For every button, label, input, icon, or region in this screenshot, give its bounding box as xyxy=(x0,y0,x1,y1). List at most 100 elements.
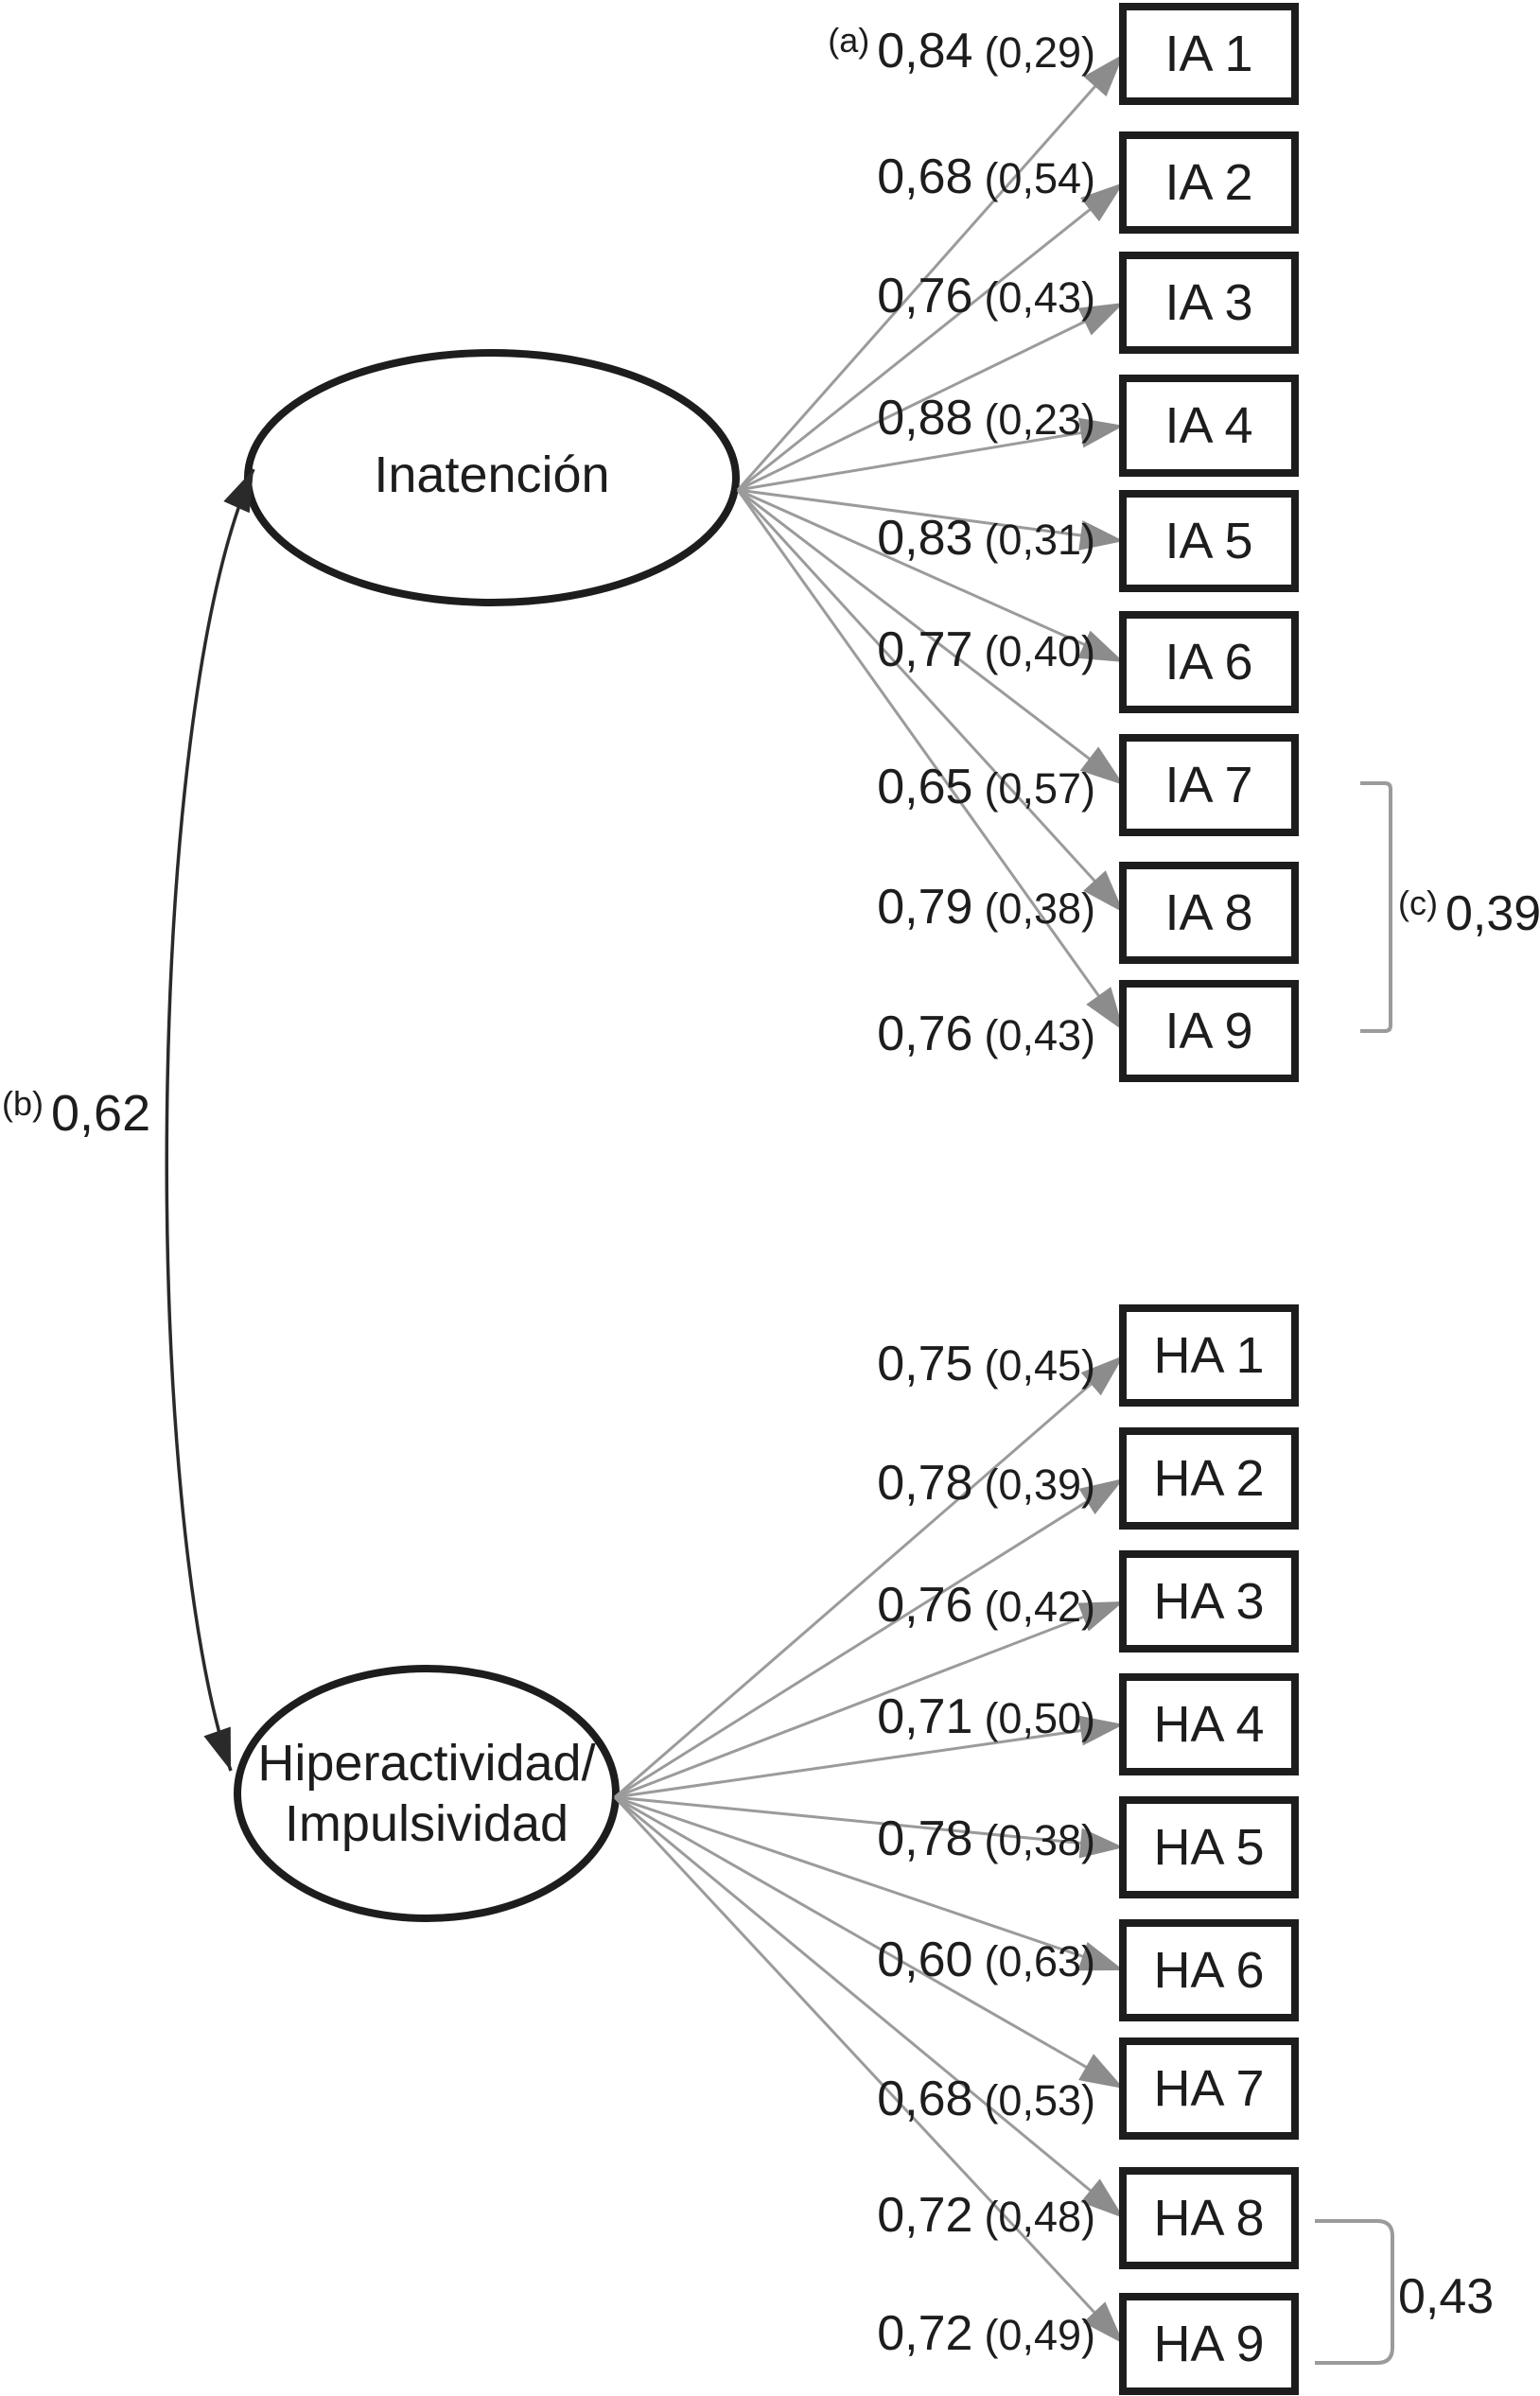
indicator-box-label: HA 6 xyxy=(1153,1942,1265,1999)
loading-path-ha-2 xyxy=(614,1499,1090,1799)
indicator-box-ia-5: IA 5 xyxy=(1119,490,1299,592)
error-variance-value: (0,57) xyxy=(984,764,1095,813)
loading-value: 0,65 xyxy=(877,760,973,814)
loading-value: 0,60 xyxy=(877,1933,973,1987)
loading-path-ha-6 xyxy=(614,1795,1085,1959)
loading-arrowhead-ha-6 xyxy=(1077,1942,1124,1971)
hiperactividad-ellipse xyxy=(234,1665,620,1922)
loading-value: 0,68 xyxy=(877,149,973,204)
correlation-arrowhead-bottom xyxy=(203,1726,231,1771)
hiperactividad-label: Hiperactividad/ Impulsividad xyxy=(209,1733,644,1854)
loading-value: 0,76 xyxy=(877,1578,973,1633)
error-variance-value: (0,43) xyxy=(984,273,1095,322)
loading-value: 0,71 xyxy=(877,1689,973,1744)
loading-path-ha-3 xyxy=(614,1615,1086,1799)
loading-arrowhead-ia-2 xyxy=(1080,183,1124,222)
indicator-box-ha-9: HA 9 xyxy=(1119,2293,1299,2395)
note-c: (c) xyxy=(1398,883,1438,922)
error-variance-value: (0,31) xyxy=(984,516,1095,564)
loading-arrowhead-ia-3 xyxy=(1077,303,1124,336)
indicator-box-label: HA 1 xyxy=(1153,1327,1265,1384)
loading-arrowhead-ia-8 xyxy=(1083,870,1124,913)
loading-path-ha-9 xyxy=(613,1795,1097,2315)
loading-path-ha-7 xyxy=(614,1795,1089,2070)
loading-label-ia-6: 0,77(0,40) xyxy=(407,621,1095,678)
loading-label-ha-3: 0,76(0,42) xyxy=(407,1577,1095,1634)
indicator-box-ia-9: IA 9 xyxy=(1119,980,1299,1082)
indicator-box-ia-3: IA 3 xyxy=(1119,252,1299,354)
loading-path-ia-1 xyxy=(736,83,1097,491)
loading-path-ia-6 xyxy=(737,488,1087,647)
error-variance-value: (0,39) xyxy=(984,1460,1095,1509)
factor-correlation-arrow xyxy=(165,468,255,1772)
loading-label-ha-8: 0,72(0,48) xyxy=(407,2187,1095,2244)
error-variance-value: (0,54) xyxy=(984,154,1095,202)
error-variance-value: (0,43) xyxy=(984,1011,1095,1059)
factor-correlation-value: 0,62 xyxy=(51,1085,151,1142)
loading-label-ia-3: 0,76(0,43) xyxy=(407,268,1095,324)
loading-label-ia-2: 0,68(0,54) xyxy=(407,149,1095,205)
error-variance-value: (0,48) xyxy=(984,2193,1095,2241)
indicator-box-label: IA 7 xyxy=(1164,757,1253,813)
loading-path-ia-9 xyxy=(736,489,1101,999)
residual-correlation-value-ia: 0,39 xyxy=(1444,886,1540,941)
loading-label-ha-6: 0,60(0,63) xyxy=(407,1932,1095,1988)
loading-path-ha-1 xyxy=(614,1381,1094,1799)
factor-correlation-label: (b)0,62 xyxy=(2,1084,150,1143)
loading-value: 0,72 xyxy=(877,2306,973,2361)
loading-value: 0,84 xyxy=(877,24,973,79)
indicator-box-ia-1: IA 1 xyxy=(1119,3,1299,105)
loading-value: 0,77 xyxy=(877,622,973,677)
loading-label-ia-4: 0,88(0,23) xyxy=(407,390,1095,446)
indicator-box-label: IA 2 xyxy=(1164,154,1253,211)
residual-correlation-label-ha: 0,43 xyxy=(1398,2268,1494,2325)
loading-arrowhead-ia-6 xyxy=(1077,630,1124,662)
loading-arrowhead-ia-9 xyxy=(1086,987,1124,1031)
loading-arrowhead-ha-2 xyxy=(1078,1478,1124,1514)
indicator-box-label: IA 9 xyxy=(1164,1003,1253,1059)
residual-bracket-ia7-ia9 xyxy=(1360,781,1392,1033)
indicator-box-label: HA 2 xyxy=(1153,1450,1265,1507)
indicator-box-label: HA 7 xyxy=(1153,2060,1265,2117)
loading-arrowhead-ha-7 xyxy=(1078,2054,1124,2089)
error-variance-value: (0,40) xyxy=(984,627,1095,675)
indicator-box-ha-1: HA 1 xyxy=(1119,1304,1299,1407)
loading-path-ia-8 xyxy=(736,488,1097,883)
loading-value: 0,79 xyxy=(877,880,973,935)
indicator-box-label: IA 8 xyxy=(1164,884,1253,941)
inatencion-label: Inatención xyxy=(374,446,610,503)
loading-path-ia-7 xyxy=(737,488,1092,761)
indicator-box-ia-8: IA 8 xyxy=(1119,862,1299,964)
loading-label-ha-1: 0,75(0,45) xyxy=(407,1336,1095,1392)
loading-path-ha-8 xyxy=(614,1795,1094,2194)
loading-value: 0,68 xyxy=(877,2072,973,2126)
error-variance-value: (0,50) xyxy=(984,1694,1095,1742)
indicator-box-ha-7: HA 7 xyxy=(1119,2037,1299,2140)
indicator-box-ha-6: HA 6 xyxy=(1119,1919,1299,2021)
loading-label-ha-9: 0,72(0,49) xyxy=(407,2305,1095,2362)
loading-arrowhead-ha-9 xyxy=(1082,2301,1124,2344)
error-variance-value: (0,49) xyxy=(984,2311,1095,2359)
loading-path-ia-3 xyxy=(737,319,1088,492)
indicator-box-ha-3: HA 3 xyxy=(1119,1550,1299,1653)
loading-arrowhead-ha-4 xyxy=(1078,1715,1124,1746)
indicator-box-label: IA 3 xyxy=(1164,274,1253,331)
loading-label-ia-8: 0,79(0,38) xyxy=(407,879,1095,936)
error-variance-value: (0,23) xyxy=(984,395,1095,444)
note-b: (b) xyxy=(2,1084,44,1123)
residual-correlation-value-ha: 0,43 xyxy=(1398,2269,1495,2324)
loading-label-ia-5: 0,83(0,31) xyxy=(407,510,1095,567)
indicator-box-label: HA 3 xyxy=(1153,1573,1265,1630)
loading-label-ha-4: 0,71(0,50) xyxy=(407,1688,1095,1745)
indicator-box-ha-2: HA 2 xyxy=(1119,1427,1299,1530)
note-a: (a) xyxy=(828,21,870,60)
indicator-box-ia-4: IA 4 xyxy=(1119,375,1299,477)
indicator-box-ia-2: IA 2 xyxy=(1119,131,1299,234)
error-variance-value: (0,38) xyxy=(984,1816,1095,1864)
indicator-box-label: IA 5 xyxy=(1164,513,1253,569)
loading-label-ha-2: 0,78(0,39) xyxy=(407,1455,1095,1512)
loading-arrowhead-ia-7 xyxy=(1079,746,1124,785)
loading-value: 0,76 xyxy=(877,269,973,324)
loading-value: 0,83 xyxy=(877,511,973,566)
hiperactividad-label-line1: Hiperactividad/ xyxy=(257,1735,596,1792)
